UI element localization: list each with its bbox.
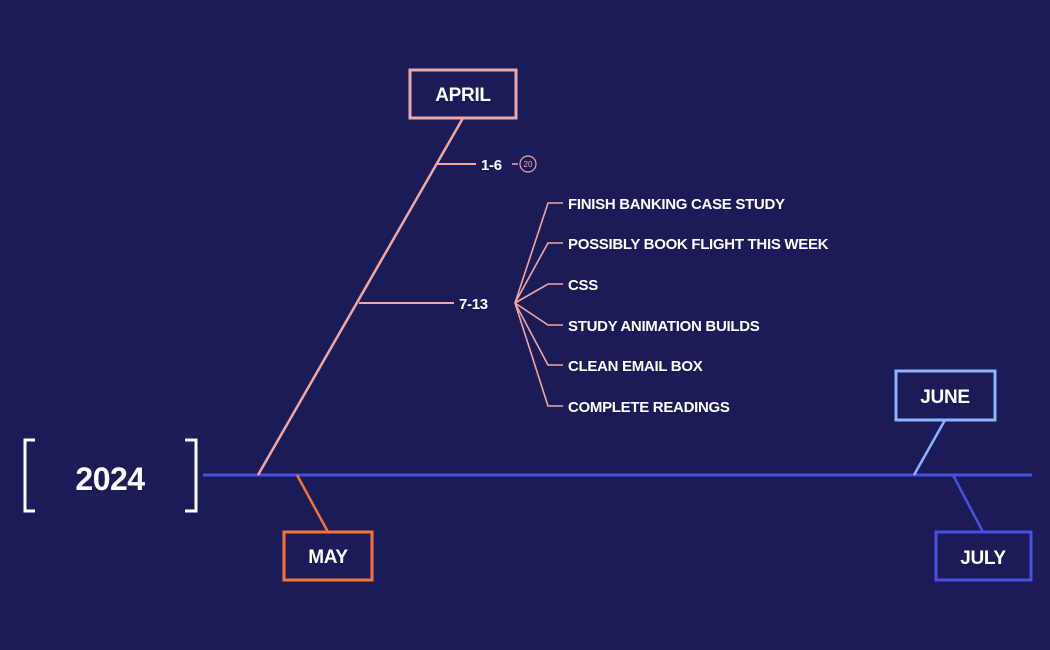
june-label[interactable]: JUNE (920, 387, 970, 408)
task-study-animation-builds[interactable]: STUDY ANIMATION BUILDS (568, 318, 760, 335)
week2-label[interactable]: 7-13 (459, 296, 488, 313)
july-branch: JULY (934, 474, 1033, 582)
april-label[interactable]: APRIL (435, 85, 491, 106)
task-clean-email-box[interactable]: CLEAN EMAIL BOX (568, 358, 703, 375)
july-box (934, 530, 1033, 582)
june-branch: JUNE (894, 369, 997, 476)
week2-task-fan (514, 202, 563, 407)
may-box (282, 530, 374, 582)
right-bracket (185, 438, 198, 513)
april-branch: APRIL 1-6 20 7-13 FINISH BANKING CASE ST… (256, 68, 829, 476)
year-label: 2024 (75, 461, 145, 497)
july-label[interactable]: JULY (960, 548, 1007, 569)
week1-badge: 20 (524, 160, 533, 169)
april-spine (256, 117, 465, 476)
may-connector (295, 474, 330, 533)
task-complete-readings[interactable]: COMPLETE READINGS (568, 399, 730, 416)
week1-badge-circle (519, 155, 537, 173)
year-bracket: 2024 (23, 438, 198, 513)
left-bracket (23, 438, 35, 513)
task-connector (514, 302, 563, 366)
may-branch: MAY (282, 474, 374, 582)
task-finish-banking-case-study[interactable]: FINISH BANKING CASE STUDY (568, 196, 785, 213)
june-box (894, 369, 997, 422)
june-connector (912, 419, 947, 476)
task-connector (514, 283, 563, 304)
april-box (408, 68, 518, 120)
task-connector (514, 202, 563, 304)
task-connector (514, 302, 563, 407)
task-css[interactable]: CSS (568, 277, 599, 294)
task-connector (514, 242, 563, 304)
july-connector (951, 474, 985, 533)
task-connector (514, 302, 563, 326)
week1-label[interactable]: 1-6 (481, 157, 502, 174)
task-book-flight[interactable]: POSSIBLY BOOK FLIGHT THIS WEEK (568, 236, 829, 253)
may-label[interactable]: MAY (308, 547, 349, 568)
